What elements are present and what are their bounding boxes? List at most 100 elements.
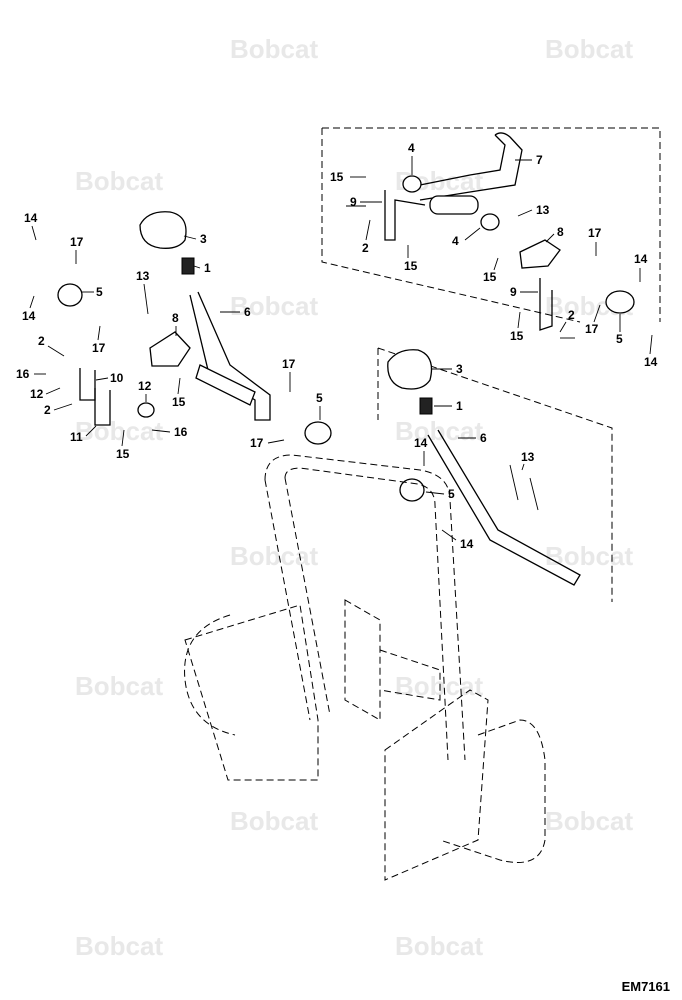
mount-part-5-mid	[304, 421, 332, 445]
callout-label: 16	[16, 367, 30, 381]
watermark-logo-icon: Bobcat	[75, 166, 163, 196]
watermark-logo-icon: Bobcat	[395, 931, 483, 961]
bushing-part-4	[402, 175, 422, 193]
callout-label: 15	[116, 447, 130, 461]
callout-label: 17	[92, 341, 106, 355]
svg-text:Bobcat: Bobcat	[75, 671, 163, 701]
callout-label: 15	[510, 329, 524, 343]
callout-label: 5	[448, 487, 455, 501]
callout-label: 6	[480, 431, 487, 445]
roll-bar-frame	[264, 454, 466, 761]
callout-label: 11	[70, 430, 83, 444]
callout-label: 1	[204, 261, 211, 275]
callout-label: 13	[136, 269, 150, 283]
callout-label: 15	[330, 170, 344, 184]
svg-text:Bobcat: Bobcat	[545, 806, 633, 836]
center-bracket	[344, 599, 441, 721]
spring-part-1-right	[419, 397, 433, 415]
callout-label: 14	[22, 309, 36, 323]
svg-text:Bobcat: Bobcat	[75, 166, 163, 196]
plate-part-8-upper	[519, 239, 561, 269]
handle-part-7	[419, 132, 523, 201]
mount-part-5-right	[399, 478, 425, 502]
callout-label: 13	[521, 450, 535, 464]
callout-label: 2	[568, 308, 575, 322]
watermark-logo-icon: Bobcat	[545, 541, 633, 571]
callout-label: 3	[456, 362, 463, 376]
machine-frame	[184, 454, 546, 881]
callout-label: 15	[172, 395, 186, 409]
callout-label: 7	[536, 153, 543, 167]
watermark-logo-icon: Bobcat	[230, 806, 318, 836]
right-grab-handle	[439, 719, 546, 863]
callout-label: 12	[30, 387, 44, 401]
callout-label: 16	[174, 425, 188, 439]
pin-part-13a	[509, 464, 519, 501]
svg-text:Bobcat: Bobcat	[230, 291, 318, 321]
bracket-part-9-lower	[539, 278, 553, 331]
bushing-part-4b	[480, 213, 500, 231]
mount-part-5-left	[57, 283, 83, 307]
callout-label: 14	[460, 537, 474, 551]
lever-assembly-left	[57, 211, 332, 445]
svg-text:Bobcat: Bobcat	[230, 541, 318, 571]
detail-box-upper	[321, 127, 661, 323]
callout-label: 5	[616, 332, 623, 346]
watermark-logo-icon: Bobcat	[545, 806, 633, 836]
callout-label: 2	[38, 334, 45, 348]
svg-text:Bobcat: Bobcat	[395, 671, 483, 701]
callout-label: 1	[456, 399, 463, 413]
pin-part-13b	[529, 477, 539, 511]
watermark-logo-icon: Bobcat	[75, 416, 163, 446]
left-grab-handle	[184, 614, 236, 736]
watermark-logo-icon: Bobcat	[230, 541, 318, 571]
callout-labels: 4 7 15 9 2 4 15 13 8 15 17 14 9 2 17 15 …	[16, 141, 658, 551]
callout-label: 17	[588, 226, 602, 240]
callout-label: 13	[536, 203, 550, 217]
callout-label: 12	[138, 379, 152, 393]
svg-text:Bobcat: Bobcat	[230, 34, 318, 64]
watermark-logo-icon: Bobcat	[230, 291, 318, 321]
bracket-part-10	[79, 368, 96, 401]
callout-label: 8	[172, 311, 179, 325]
callout-label: 14	[24, 211, 38, 225]
callout-label: 5	[96, 285, 103, 299]
tube-left	[195, 364, 256, 406]
svg-text:Bobcat: Bobcat	[75, 931, 163, 961]
bracket-part-11	[94, 388, 111, 426]
callout-label: 17	[70, 235, 84, 249]
callout-label: 2	[362, 241, 369, 255]
spring-part-1-left	[181, 257, 195, 275]
callout-label: 14	[414, 436, 428, 450]
svg-text:Bobcat: Bobcat	[545, 541, 633, 571]
watermark-logo-icon: Bobcat	[230, 34, 318, 64]
knob-part-3-left	[139, 211, 187, 249]
callout-label: 17	[250, 436, 264, 450]
diagram-code: EM7161	[621, 979, 670, 994]
handle-tube	[429, 195, 479, 215]
watermark-logo-icon: Bobcat	[545, 34, 633, 64]
watermark-logo-icon: Bobcat	[75, 931, 163, 961]
callout-label: 2	[44, 403, 51, 417]
callout-label: 10	[110, 371, 124, 385]
detail-box-lower	[377, 347, 613, 602]
spacer-part-12	[137, 402, 155, 418]
svg-text:Bobcat: Bobcat	[75, 416, 163, 446]
plate-part-8-left	[149, 331, 191, 367]
watermark-logo-icon: Bobcat	[75, 671, 163, 701]
knob-part-3-right	[387, 349, 433, 390]
callout-label: 14	[644, 355, 658, 369]
watermark-layer: Bobcat Bobcat Bobcat Bobcat Bobcat Bobca…	[75, 34, 633, 961]
callout-label: 17	[282, 357, 296, 371]
callout-label: 17	[585, 322, 599, 336]
callout-label: 3	[200, 232, 207, 246]
svg-text:Bobcat: Bobcat	[230, 806, 318, 836]
svg-text:Bobcat: Bobcat	[545, 34, 633, 64]
callout-label: 4	[408, 141, 415, 155]
callout-label: 9	[510, 285, 517, 299]
right-side-panel	[384, 689, 489, 881]
callout-label: 15	[483, 270, 497, 284]
callout-label: 9	[350, 195, 357, 209]
watermark-logo-icon: Bobcat	[395, 671, 483, 701]
